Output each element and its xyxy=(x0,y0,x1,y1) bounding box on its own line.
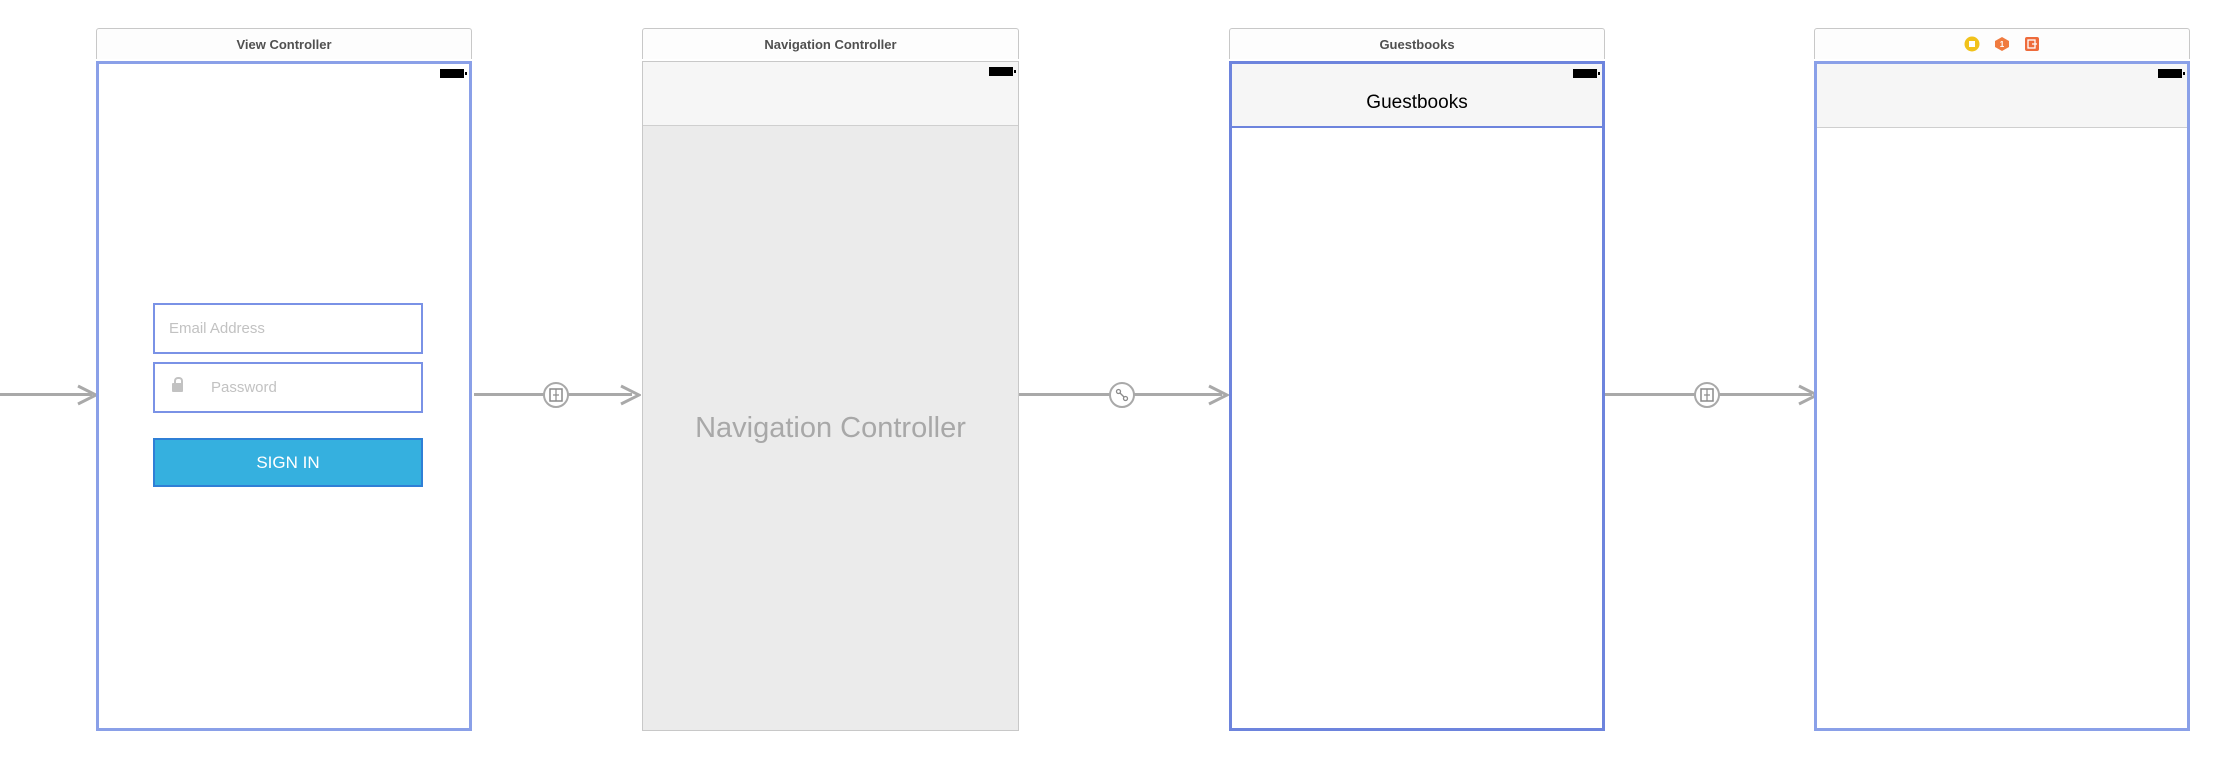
scene-title: View Controller xyxy=(236,36,332,52)
relationship-segue-icon[interactable] xyxy=(543,382,569,408)
email-field[interactable]: Email Address xyxy=(153,303,423,354)
navigation-controller-placeholder: Navigation Controller xyxy=(695,411,966,444)
svg-text:1: 1 xyxy=(2000,40,2005,49)
detail-scene[interactable] xyxy=(1814,61,2190,731)
relationship-icon xyxy=(549,388,563,402)
scene-dock: 1 xyxy=(1964,36,2040,52)
scene-header-guestbooks[interactable]: Guestbooks xyxy=(1229,28,1605,59)
navigation-controller-body: Navigation Controller xyxy=(643,126,1018,730)
sign-in-label: SIGN IN xyxy=(256,452,320,472)
scene-header-detail[interactable]: 1 xyxy=(1814,28,2190,59)
battery-icon xyxy=(2158,69,2185,78)
first-responder-icon[interactable]: 1 xyxy=(1994,36,2010,52)
view-controller-scene[interactable]: Email Address Password SIGN IN xyxy=(96,61,472,731)
scene-header-view-controller[interactable]: View Controller xyxy=(96,28,472,59)
lock-icon xyxy=(172,377,183,392)
navigation-bar xyxy=(1817,64,2187,128)
battery-icon xyxy=(1573,69,1600,78)
scene-header-navigation-controller[interactable]: Navigation Controller xyxy=(642,28,1019,59)
entry-point-line[interactable] xyxy=(0,393,92,396)
show-segue-icon[interactable] xyxy=(1694,382,1720,408)
battery-icon xyxy=(989,67,1016,76)
show-icon xyxy=(1700,388,1714,402)
sign-in-button[interactable]: SIGN IN xyxy=(153,438,423,487)
entry-point-arrowhead xyxy=(77,384,98,406)
link-icon xyxy=(1115,388,1129,402)
exit-icon[interactable] xyxy=(2024,36,2040,52)
segue-arrowhead-1 xyxy=(620,384,641,406)
view-controller-icon[interactable] xyxy=(1964,36,1980,52)
navigation-bar: Guestbooks xyxy=(1232,64,1602,128)
guestbooks-scene[interactable]: Guestbooks xyxy=(1229,61,1605,731)
scene-title: Guestbooks xyxy=(1379,36,1455,52)
navigation-bar xyxy=(643,62,1018,126)
scene-title: Navigation Controller xyxy=(764,36,897,52)
password-field[interactable]: Password xyxy=(153,362,423,413)
password-placeholder: Password xyxy=(211,379,277,396)
email-placeholder: Email Address xyxy=(169,320,265,337)
battery-icon xyxy=(440,69,467,78)
navigation-controller-scene[interactable]: Navigation Controller xyxy=(642,61,1019,731)
nav-title: Guestbooks xyxy=(1366,92,1468,113)
segue-arrowhead-2 xyxy=(1208,384,1229,406)
custom-segue-icon[interactable] xyxy=(1109,382,1135,408)
